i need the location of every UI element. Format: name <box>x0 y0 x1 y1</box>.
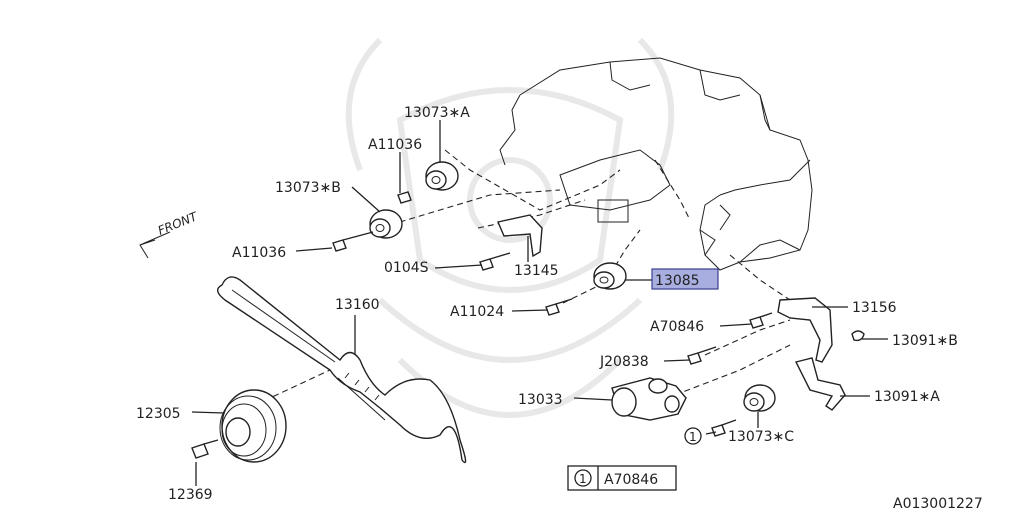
label-13073c: 13073∗C <box>728 429 794 445</box>
diagram-id: A013001227 <box>893 496 983 512</box>
arm-13091a <box>794 357 846 411</box>
part-labels: 13073∗A A11036 13073∗B A11036 0104S 1314… <box>136 105 958 503</box>
front-label: FRONT <box>156 209 201 238</box>
label-13091a: 13091∗A <box>874 389 940 405</box>
idler-pulley-13073b <box>369 209 403 239</box>
belt-13160 <box>217 276 467 464</box>
label-13145: 13145 <box>514 263 559 279</box>
label-13156: 13156 <box>852 300 897 316</box>
label-0104s: 0104S <box>384 260 429 276</box>
label-a11036-left: A11036 <box>232 245 286 261</box>
clip-13091b <box>851 330 865 342</box>
label-13073b: 13073∗B <box>275 180 341 196</box>
idler-pulley-13085 <box>593 262 627 290</box>
front-arrow-icon: FRONT <box>139 209 201 259</box>
legend-box: 1 A70846 <box>567 465 677 491</box>
label-a11036-top: A11036 <box>368 137 422 153</box>
idler-pulley-13073a <box>425 161 459 191</box>
label-13033: 13033 <box>518 392 563 408</box>
label-13085[interactable]: 13085 <box>655 273 700 289</box>
leader-lines <box>191 120 888 486</box>
label-j20838: J20838 <box>599 354 649 370</box>
legend-code: A70846 <box>604 472 658 488</box>
label-a70846: A70846 <box>650 319 704 335</box>
bracket-13145 <box>497 214 543 258</box>
circle-ref-number: 1 <box>689 430 697 444</box>
label-13073a: 13073∗A <box>404 105 470 121</box>
bolts <box>191 191 773 459</box>
crank-pulley-12305 <box>219 389 287 463</box>
highlight-box-13085 <box>651 268 719 290</box>
circle-ref-marker <box>684 427 702 445</box>
label-13091b: 13091∗B <box>892 333 958 349</box>
tensioner-13033 <box>611 377 687 421</box>
label-12305: 12305 <box>136 406 181 422</box>
idler-pulley-13073c <box>743 384 776 412</box>
label-13160: 13160 <box>335 297 380 313</box>
bracket-13156 <box>777 297 833 363</box>
label-12369: 12369 <box>168 487 213 503</box>
label-a11024: A11024 <box>450 304 504 320</box>
engine-block <box>499 57 813 271</box>
legend-number: 1 <box>579 472 587 486</box>
